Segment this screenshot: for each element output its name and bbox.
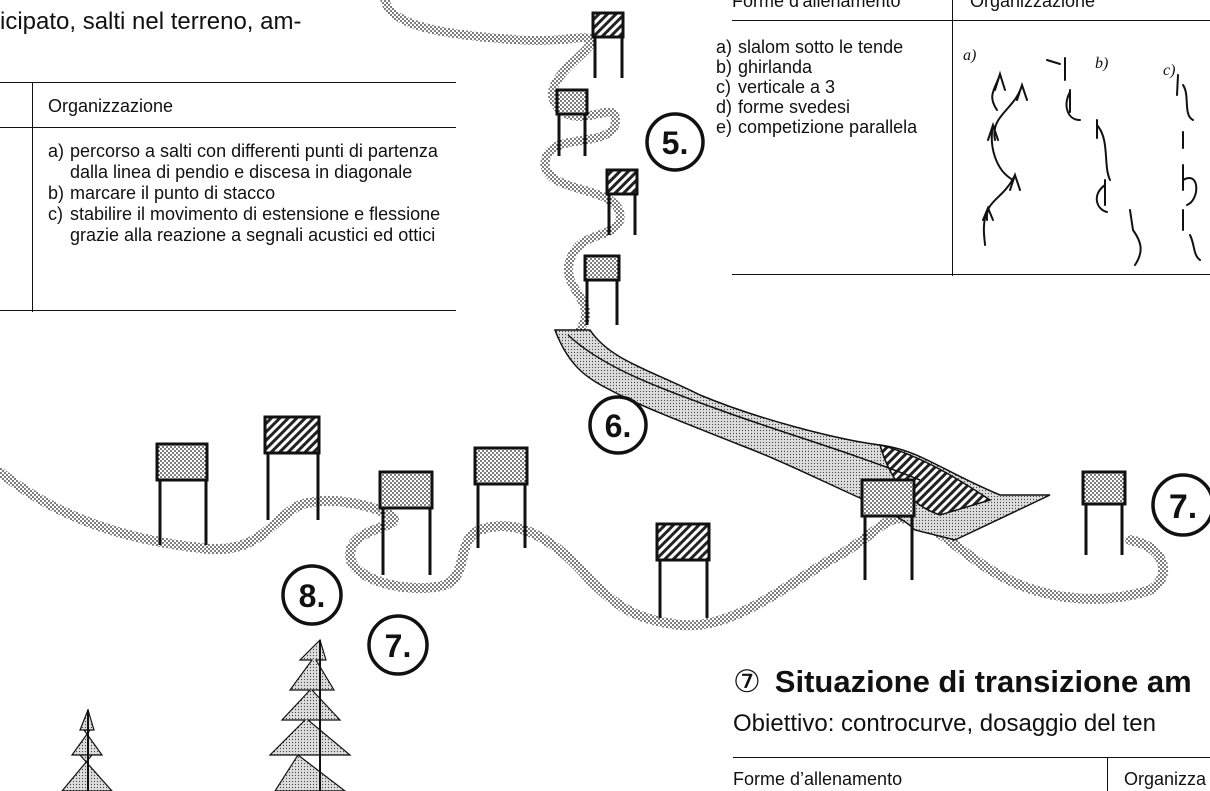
svg-text:6.: 6. — [605, 408, 632, 444]
svg-text:8.: 8. — [299, 578, 326, 614]
left-table-list: a)percorso a salti con differenti punti … — [48, 141, 460, 246]
section-table-rule — [733, 757, 1210, 758]
marker-6: 6. — [588, 395, 648, 455]
left-table-divider — [32, 82, 33, 312]
gate — [591, 11, 625, 78]
gate — [263, 415, 321, 520]
gate — [555, 88, 589, 156]
slalom-gates — [155, 11, 1127, 618]
left-table-top-rule — [0, 82, 456, 83]
marker-7-left: 7. — [367, 614, 429, 676]
section-table-header-right: Organizza — [1124, 769, 1207, 789]
gate — [155, 442, 209, 545]
left-table-header: Organizzazione — [48, 96, 174, 116]
svg-text:5.: 5. — [662, 125, 689, 161]
right-table-bottom-rule — [732, 274, 1210, 275]
svg-text:7.: 7. — [1169, 488, 1197, 526]
right-table-header-left: Forme d'allenamento — [732, 0, 901, 11]
list-item: a)slalom sotto le tende — [716, 37, 904, 57]
list-item: c)verticale a 3 — [716, 77, 836, 97]
list-item: b)marcare il punto di stacco — [48, 183, 276, 203]
gate — [378, 470, 434, 575]
right-table-divider — [952, 0, 953, 276]
left-table-bottom-rule — [0, 310, 456, 311]
gate — [605, 168, 639, 235]
marker-7-right: 7. — [1151, 473, 1210, 537]
handwritten-sketch: a) b) c) — [963, 47, 1201, 266]
tree-icon — [61, 708, 113, 791]
gate — [860, 478, 916, 580]
ski-track — [0, 0, 1169, 631]
list-item: d)forme svedesi — [716, 97, 851, 117]
section-title: Situazione di transizione am — [774, 664, 1192, 699]
section-objective: Obiettivo: controcurve, dosaggio del ten — [733, 710, 1156, 737]
section-table-divider — [1107, 757, 1108, 791]
section-table-header-left: Forme d’allenamento — [733, 769, 903, 789]
list-item: b)ghirlanda — [716, 57, 813, 77]
sketch-label-a: a) — [963, 47, 976, 64]
gate — [655, 522, 711, 618]
gate — [473, 446, 529, 548]
list-item: a)percorso a salti con differenti punti … — [48, 141, 438, 182]
gate — [1081, 470, 1127, 555]
top-left-text: icipato, salti nel terreno, am- — [0, 8, 302, 35]
sketch-label-c: c) — [1163, 62, 1175, 79]
right-table-header-rule — [732, 20, 1210, 21]
marker-8: 8. — [281, 564, 343, 626]
tree-icon — [268, 638, 352, 791]
section-heading: ⑦ Situazione di transizione am — [733, 664, 1192, 700]
list-item: e)competizione parallela — [716, 117, 918, 137]
left-table-header-rule — [0, 127, 456, 128]
right-table-header-right: Organizzazione — [970, 0, 1096, 11]
svg-text:7.: 7. — [385, 628, 412, 664]
gate — [583, 254, 621, 325]
marker-5: 5. — [645, 112, 705, 172]
list-item: c)stabilire il movimento di estensione e… — [48, 204, 441, 245]
section-number: ⑦ — [733, 664, 761, 699]
sketch-label-b: b) — [1095, 55, 1108, 72]
right-table-list: a)slalom sotto le tende b)ghirlanda c)ve… — [716, 37, 922, 137]
